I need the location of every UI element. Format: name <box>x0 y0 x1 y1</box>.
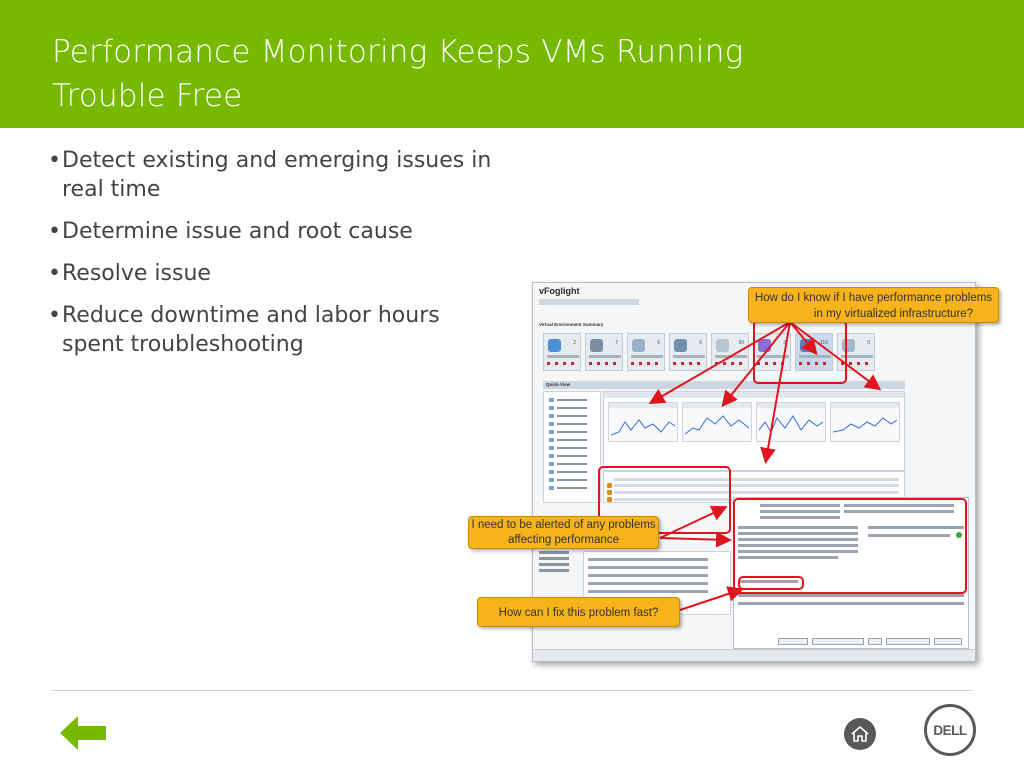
consumer-panel <box>682 402 752 442</box>
clear-button[interactable] <box>868 638 882 645</box>
summary-tile: 6 <box>627 333 665 371</box>
highlight-box <box>738 576 804 590</box>
highlight-box <box>753 320 847 384</box>
svg-text:DELL: DELL <box>933 723 967 738</box>
find-occurrences-button[interactable] <box>886 638 930 645</box>
callout-text: I need to be alerted of any problems <box>471 519 656 531</box>
bullet-item: Reduce downtime and labor hours spent tr… <box>48 301 508 359</box>
warning-icon <box>607 483 612 488</box>
warning-icon <box>607 490 612 495</box>
footer-divider <box>52 690 972 691</box>
bullet-item: Resolve issue <box>48 259 508 288</box>
sparkline <box>685 415 749 435</box>
close-button[interactable] <box>934 638 962 645</box>
bullet-item: Detect existing and emerging issues in r… <box>48 146 508 204</box>
vm-icon <box>548 339 561 352</box>
sparkline <box>833 417 897 433</box>
bullet-item: Determine issue and root cause <box>48 217 508 246</box>
summary-title: Virtual Environment Summary <box>539 322 604 327</box>
home-icon[interactable] <box>844 718 876 750</box>
sparkline <box>611 419 675 436</box>
alarm-detail-panel <box>733 497 969 649</box>
callout-text: How do I know if I have performance prob… <box>754 292 993 304</box>
vfoglight-logo: vFoglight <box>539 286 580 296</box>
tile-count: 2 <box>573 340 576 346</box>
callout-text: affecting performance <box>507 534 620 546</box>
ok-status-icon <box>956 532 962 538</box>
tile-count: 6 <box>657 340 660 346</box>
highlight-box <box>733 498 967 594</box>
callout-text: in my virtualized infrastructure? <box>813 308 974 320</box>
summary-tile: 99 <box>711 333 749 371</box>
vm-summary-panel <box>603 391 905 471</box>
sparkline <box>759 415 823 434</box>
slide-title: Performance Monitoring Keeps VMs Running… <box>52 34 744 114</box>
summary-tile: 6 <box>669 333 707 371</box>
callout-fix-fast: How can I fix this problem fast? <box>477 597 680 627</box>
quick-view-bar: Quick-View <box>543 381 905 389</box>
callout-alerts: I need to be alerted of any problems aff… <box>468 516 659 549</box>
host-icon <box>590 339 603 352</box>
esx-icon <box>674 339 687 352</box>
tile-count: 6 <box>699 340 702 346</box>
datastore-icon <box>716 339 729 352</box>
warning-icon <box>607 497 612 502</box>
quick-view-tree <box>543 391 601 503</box>
acknowledge-until-normal-button[interactable] <box>812 638 864 645</box>
dell-logo-icon: DELL <box>924 704 976 756</box>
summary-tile: 2 <box>543 333 581 371</box>
bullet-list: Detect existing and emerging issues in r… <box>48 146 508 372</box>
resource-list <box>539 551 579 611</box>
acknowledge-button[interactable] <box>778 638 808 645</box>
tile-count: 99 <box>738 340 744 346</box>
callout-text: How can I fix this problem fast? <box>498 607 659 619</box>
consumer-panel <box>830 402 900 442</box>
consumer-panel <box>608 402 678 442</box>
back-arrow-icon[interactable] <box>60 716 108 750</box>
tile-count: 0 <box>867 340 870 346</box>
summary-tile: 7 <box>585 333 623 371</box>
status-bar <box>533 649 975 661</box>
tile-count: 7 <box>615 340 618 346</box>
callout-performance-problems: How do I know if I have performance prob… <box>748 287 999 323</box>
nav-bar <box>539 299 639 305</box>
title-bar: Performance Monitoring Keeps VMs Running… <box>0 0 1024 128</box>
cluster-icon <box>632 339 645 352</box>
consumer-panel <box>756 402 826 442</box>
